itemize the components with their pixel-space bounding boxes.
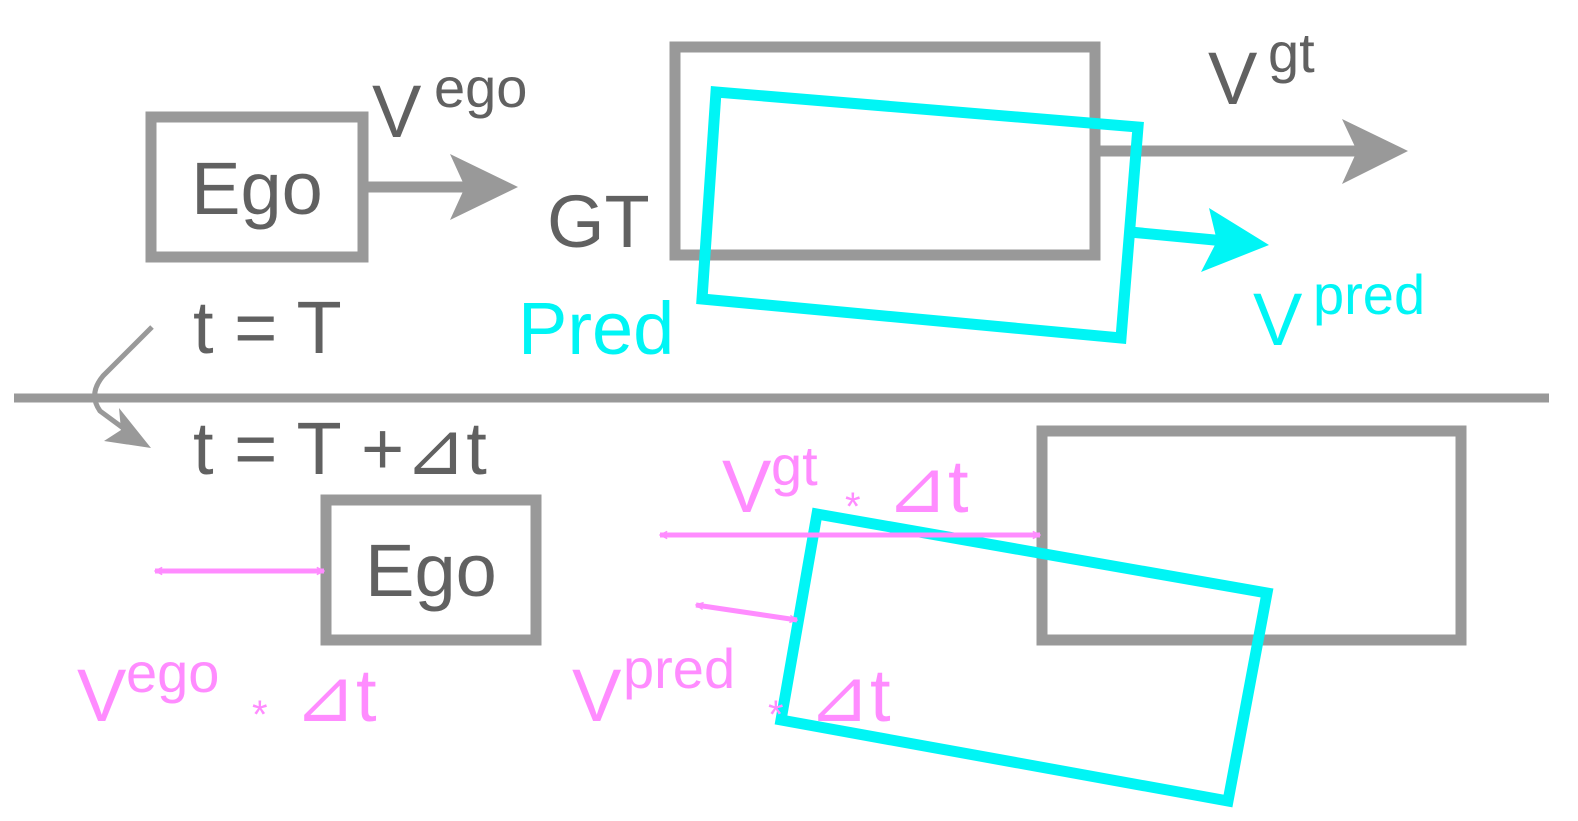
svg-text:⊿t: ⊿t — [294, 654, 377, 737]
v-gt-dt-label: V gt * ⊿t — [722, 434, 969, 529]
svg-text:V: V — [1253, 278, 1303, 361]
svg-text:ego: ego — [126, 641, 219, 704]
time-transition-arrow — [92, 325, 154, 448]
pred-velocity-arrow-top — [1129, 208, 1269, 272]
v-ego-label-top: V ego — [372, 56, 527, 153]
pred-box-bottom — [774, 507, 1274, 808]
svg-text:V: V — [572, 654, 622, 737]
ego-box-top — [145, 111, 369, 263]
svg-text:*: * — [252, 693, 268, 737]
svg-text:V: V — [77, 654, 127, 737]
svg-text:gt: gt — [1268, 21, 1315, 84]
v-pred-dt-label: V pred * ⊿t — [572, 637, 891, 737]
svg-text:pred: pred — [623, 637, 735, 700]
gt-box-top — [669, 41, 1101, 261]
ego-velocity-arrow-top — [368, 154, 518, 220]
time-label-bottom: t = T +⊿t — [193, 407, 487, 490]
time-label-top: t = T — [193, 286, 342, 369]
pred-displacement-arrow — [696, 605, 797, 620]
ego-label-bottom: Ego — [365, 529, 497, 612]
v-gt-label-top: V gt — [1208, 21, 1315, 120]
gt-box-bottom — [1036, 425, 1467, 646]
svg-text:⊿t: ⊿t — [808, 654, 891, 737]
pred-label: Pred — [518, 287, 674, 370]
gt-label: GT — [547, 180, 650, 263]
v-pred-label-top: V pred — [1253, 263, 1425, 361]
ego-box-bottom — [320, 494, 542, 646]
svg-text:*: * — [845, 485, 861, 529]
svg-text:*: * — [768, 693, 784, 737]
svg-text:V: V — [372, 70, 422, 153]
v-ego-dt-label: V ego * ⊿t — [77, 641, 377, 737]
svg-text:ego: ego — [434, 56, 527, 119]
svg-text:pred: pred — [1313, 263, 1425, 326]
svg-text:V: V — [1208, 37, 1258, 120]
svg-text:gt: gt — [771, 434, 818, 497]
svg-text:V: V — [722, 445, 772, 528]
ego-label-top: Ego — [191, 147, 323, 230]
pred-box-top — [696, 86, 1144, 344]
svg-text:⊿t: ⊿t — [886, 445, 969, 528]
gt-velocity-arrow-top — [1097, 119, 1408, 184]
